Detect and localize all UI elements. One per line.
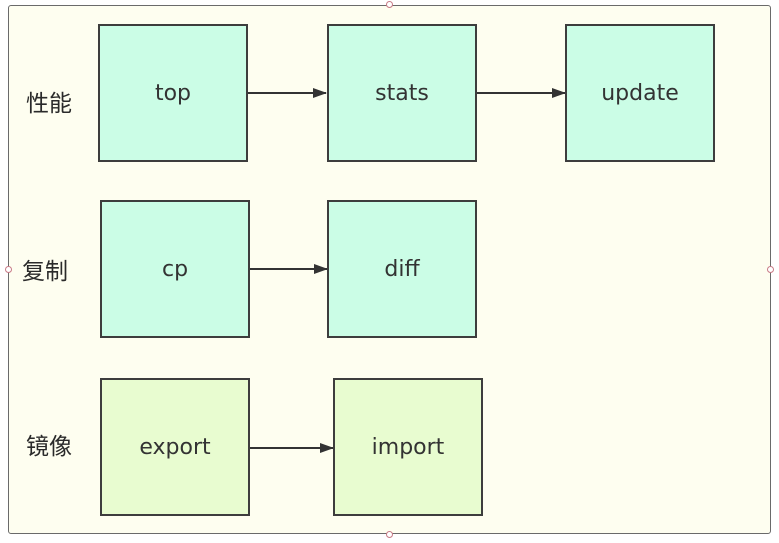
resize-handle-left[interactable] xyxy=(5,266,12,273)
node-cp[interactable]: cp xyxy=(100,200,250,338)
node-diff[interactable]: diff xyxy=(327,200,477,338)
resize-handle-top[interactable] xyxy=(386,1,393,8)
node-export[interactable]: export xyxy=(100,378,250,516)
row-label-performance: 性能 xyxy=(26,91,72,117)
row-label-replication: 复制 xyxy=(22,259,68,285)
node-update[interactable]: update xyxy=(565,24,715,162)
node-import[interactable]: import xyxy=(333,378,483,516)
resize-handle-bottom[interactable] xyxy=(386,531,393,538)
row-label-mirror: 镜像 xyxy=(26,434,72,460)
node-stats[interactable]: stats xyxy=(327,24,477,162)
resize-handle-right[interactable] xyxy=(767,266,774,273)
node-top[interactable]: top xyxy=(98,24,248,162)
